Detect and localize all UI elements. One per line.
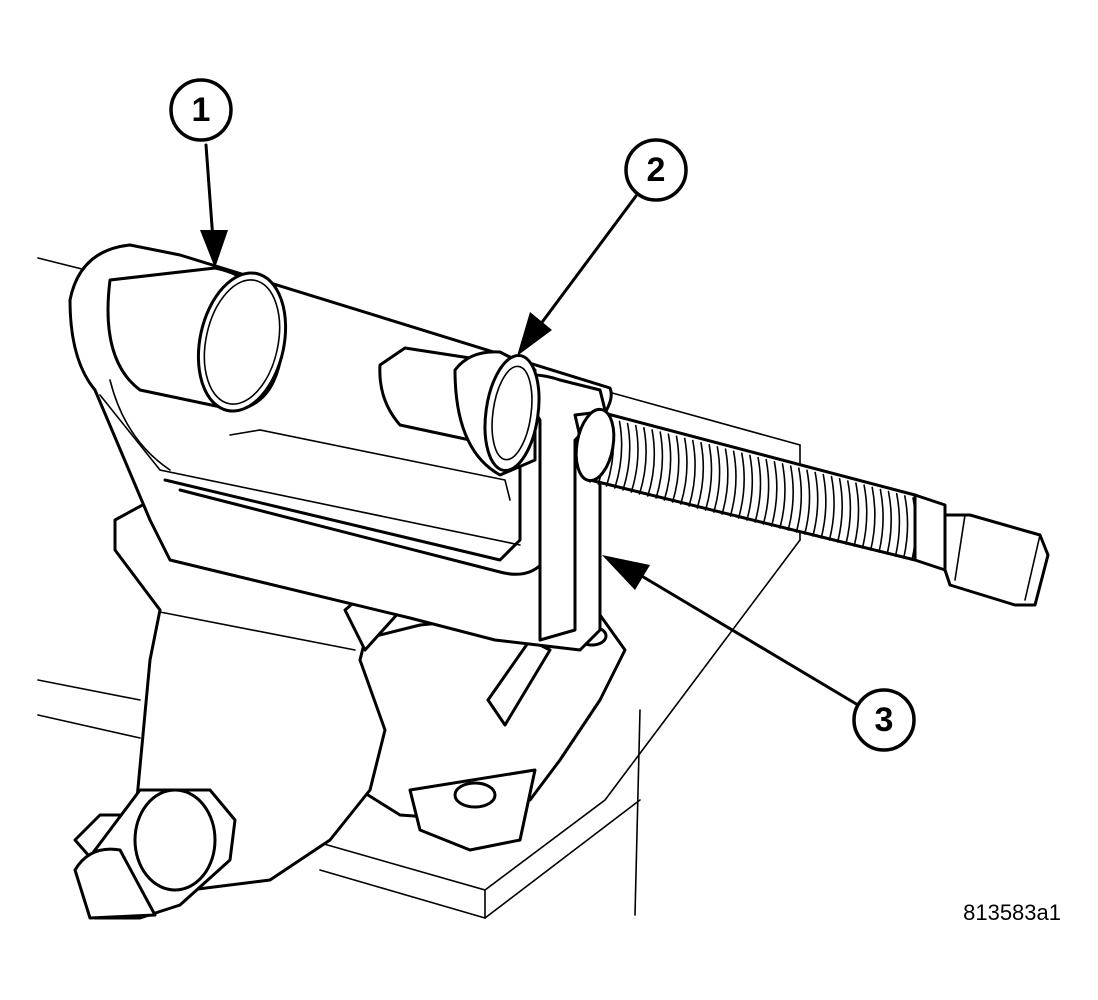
leader-arrows	[200, 143, 860, 707]
callout-2: 2	[624, 138, 688, 202]
callout-1: 1	[169, 78, 233, 142]
callout-1-number: 1	[192, 91, 211, 129]
callout-3-number: 3	[875, 701, 894, 739]
arrow-head-2	[517, 312, 552, 356]
forcing-screw	[573, 407, 1050, 607]
arrow-head-1	[200, 230, 228, 268]
figure-code: 813583a1	[963, 900, 1061, 925]
workbench	[37, 257, 801, 919]
arrow-head-3	[602, 555, 650, 590]
bushing	[378, 346, 541, 477]
callout-2-number: 2	[647, 151, 666, 189]
bushing-sleeve	[106, 266, 288, 413]
callout-3: 3	[852, 688, 916, 752]
